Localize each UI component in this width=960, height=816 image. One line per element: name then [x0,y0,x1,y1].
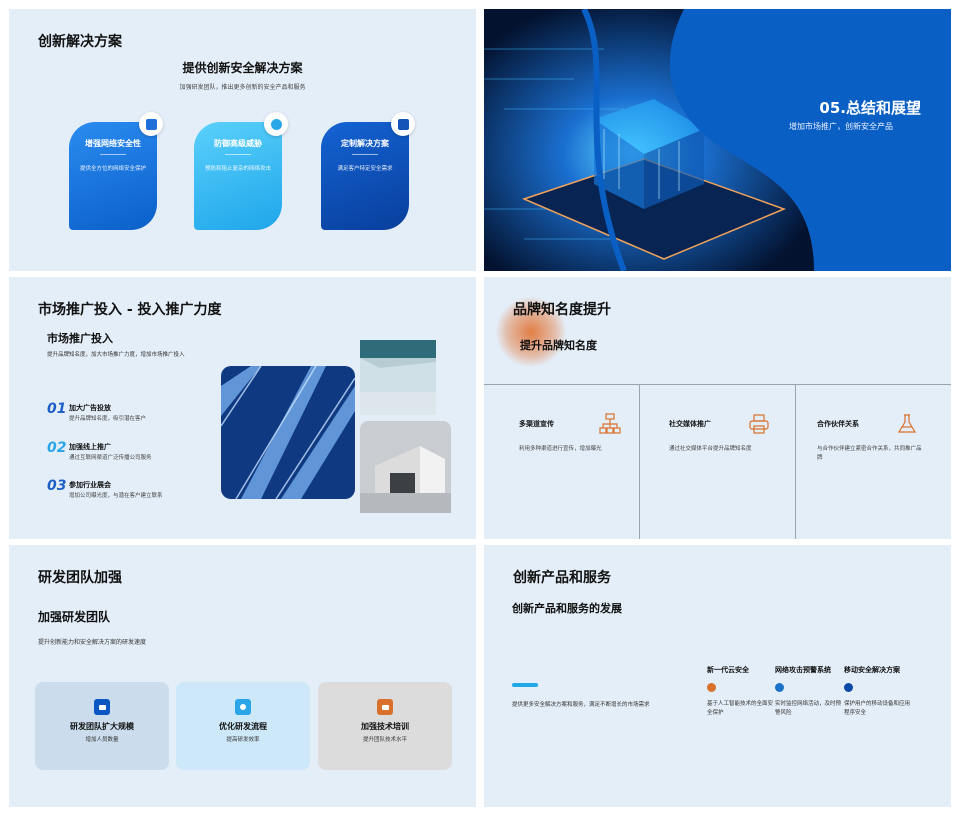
bullet-dot [775,683,784,692]
modern-building-image [360,421,451,513]
item-desc: 增加公司曝光度，与潜在客户建立联系 [69,493,163,499]
feature-column: 合作伙伴关系 与合作伙伴建立紧密合作关系，共同推广品牌 [817,419,922,463]
item-title: 加强线上推广 [69,443,111,451]
card-desc: 提高研发效率 [226,737,260,743]
slide-description: 加强研发团队，推出更多创新的安全产品和服务 [179,84,306,91]
divider [100,154,126,155]
column-desc: 与合作伙伴建立紧密合作关系，共同推广品牌 [817,446,922,461]
card-desc: 提供全方位的网络安全保护 [79,166,146,172]
flowchart-icon [599,413,621,434]
screen-icon [377,699,393,715]
section-description: 提升品牌知名度，加大市场推广力度，增加市场推广投入 [47,352,185,358]
item-number: 02 [47,440,67,456]
card-title: 防御高级威胁 [214,139,262,148]
divider [225,154,251,155]
box-icon [94,699,110,715]
column-desc: 利用多种渠道进行宣传，增加曝光 [519,446,602,452]
network-icon [264,112,288,136]
slide-summary-outlook[interactable]: 05.总结和展望 增加市场推广，创新安全产品 [484,9,951,271]
card-title: 加强技术培训 [361,722,409,731]
column-title: 多渠道宣传 [519,420,554,428]
section-heading: 加强研发团队 [38,610,111,624]
item-title: 加大广告投放 [69,404,111,412]
slide-subtitle: 提升品牌知名度 [520,339,597,352]
item-title: 新一代云安全 [707,666,749,674]
divider [352,154,378,155]
item-title: 参加行业展会 [69,481,111,489]
item-desc: 通过互联网渠道广泛传播公司服务 [69,455,152,461]
section-heading: 市场推广投入 [47,332,113,345]
accent-bar [512,683,538,687]
divider [795,384,796,539]
card-title: 优化研发流程 [219,722,267,731]
section-heading: 创新产品和服务的发展 [512,602,622,615]
slide-rd-team[interactable]: 研发团队加强 加强研发团队 提升创新能力和安全解决方案的研发速度 研发团队扩大规… [9,545,476,807]
card-desc: 预防和阻止复杂的网络攻击 [204,166,271,172]
solution-card: 增强网络安全性 提供全方位的网络安全保护 [69,112,163,230]
card-title: 研发团队扩大规模 [70,722,134,731]
column-title: 社交媒体推广 [669,420,711,428]
gear-icon [235,699,251,715]
slide-innovative-products[interactable]: 创新产品和服务 创新产品和服务的发展 提供更多安全解决方案和服务，满足不断增长的… [484,545,951,807]
column-desc: 通过社交媒体平台提升品牌知名度 [669,446,752,452]
slide-title: 研发团队加强 [38,570,122,586]
card-desc: 增加人员数量 [85,737,119,743]
product-item: 移动安全解决方案 保护用户的移动设备和应用程序安全 [844,665,910,718]
card-desc: 提升团队技术水平 [362,737,407,743]
item-number: 03 [47,478,67,494]
product-item: 网络攻击预警系统 实时监控网络活动，及时预警风险 [775,665,841,718]
slide-subtitle: 提供创新安全解决方案 [182,61,303,75]
interior-image [360,340,436,415]
printer-icon [749,414,769,434]
slide-title: 创新解决方案 [38,34,122,50]
divider [639,384,640,539]
slide-title: 品牌知名度提升 [513,302,611,318]
glass-building-image [221,366,355,499]
bullet-dot [844,683,853,692]
decorative-blob [496,297,566,367]
product-item: 新一代云安全 基于人工智能技术的全面安全保护 [707,665,773,718]
card-desc: 满足客户特定安全需求 [337,166,393,172]
section-description: 提升创新能力和安全解决方案的研发速度 [38,639,147,646]
slide-innovative-solutions[interactable]: 创新解决方案 提供创新安全解决方案 加强研发团队，推出更多创新的安全产品和服务 … [9,9,476,271]
image-icon [391,112,415,136]
item-number: 01 [47,401,67,417]
divider [484,384,951,385]
item-desc: 提升品牌知名度，吸引潜在客户 [69,416,147,422]
item-desc: 基于人工智能技术的全面安全保护 [707,701,774,716]
column-title: 合作伙伴关系 [817,420,859,428]
circuit-chip-image [484,9,814,271]
item-desc: 保护用户的移动设备和应用程序安全 [844,701,911,716]
solution-card: 防御高级威胁 预防和阻止复杂的网络攻击 [194,112,288,230]
document-icon [139,112,163,136]
card-title: 定制解决方案 [341,139,389,148]
flask-icon [897,414,917,433]
feature-card: 研发团队扩大规模 增加人员数量 [35,682,169,770]
slide-subtitle: 增加市场推广，创新安全产品 [789,122,893,131]
item-title: 网络攻击预警系统 [775,666,831,674]
item-desc: 实时监控网络活动，及时预警风险 [775,701,842,716]
slide-title: 05.总结和展望 [819,99,921,117]
slide-market-promotion[interactable]: 市场推广投入 - 投入推广力度 市场推广投入 提升品牌知名度，加大市场推广力度，… [9,277,476,539]
feature-column: 社交媒体推广 通过社交媒体平台提升品牌知名度 [669,419,774,454]
item-title: 移动安全解决方案 [844,666,900,674]
bullet-dot [707,683,716,692]
section-description: 提供更多安全解决方案和服务，满足不断增长的市场需求 [512,702,650,708]
slide-brand-awareness[interactable]: 品牌知名度提升 提升品牌知名度 多渠道宣传 利用多种渠道进行宣传，增加曝光 社交… [484,277,951,539]
feature-card: 加强技术培训 提升团队技术水平 [318,682,452,770]
feature-column: 多渠道宣传 利用多种渠道进行宣传，增加曝光 [519,419,624,454]
feature-card: 优化研发流程 提高研发效率 [176,682,310,770]
card-title: 增强网络安全性 [85,139,141,148]
slide-title: 市场推广投入 - 投入推广力度 [38,302,222,318]
slide-title: 创新产品和服务 [513,570,611,586]
solution-card: 定制解决方案 满足客户特定安全需求 [321,112,415,230]
